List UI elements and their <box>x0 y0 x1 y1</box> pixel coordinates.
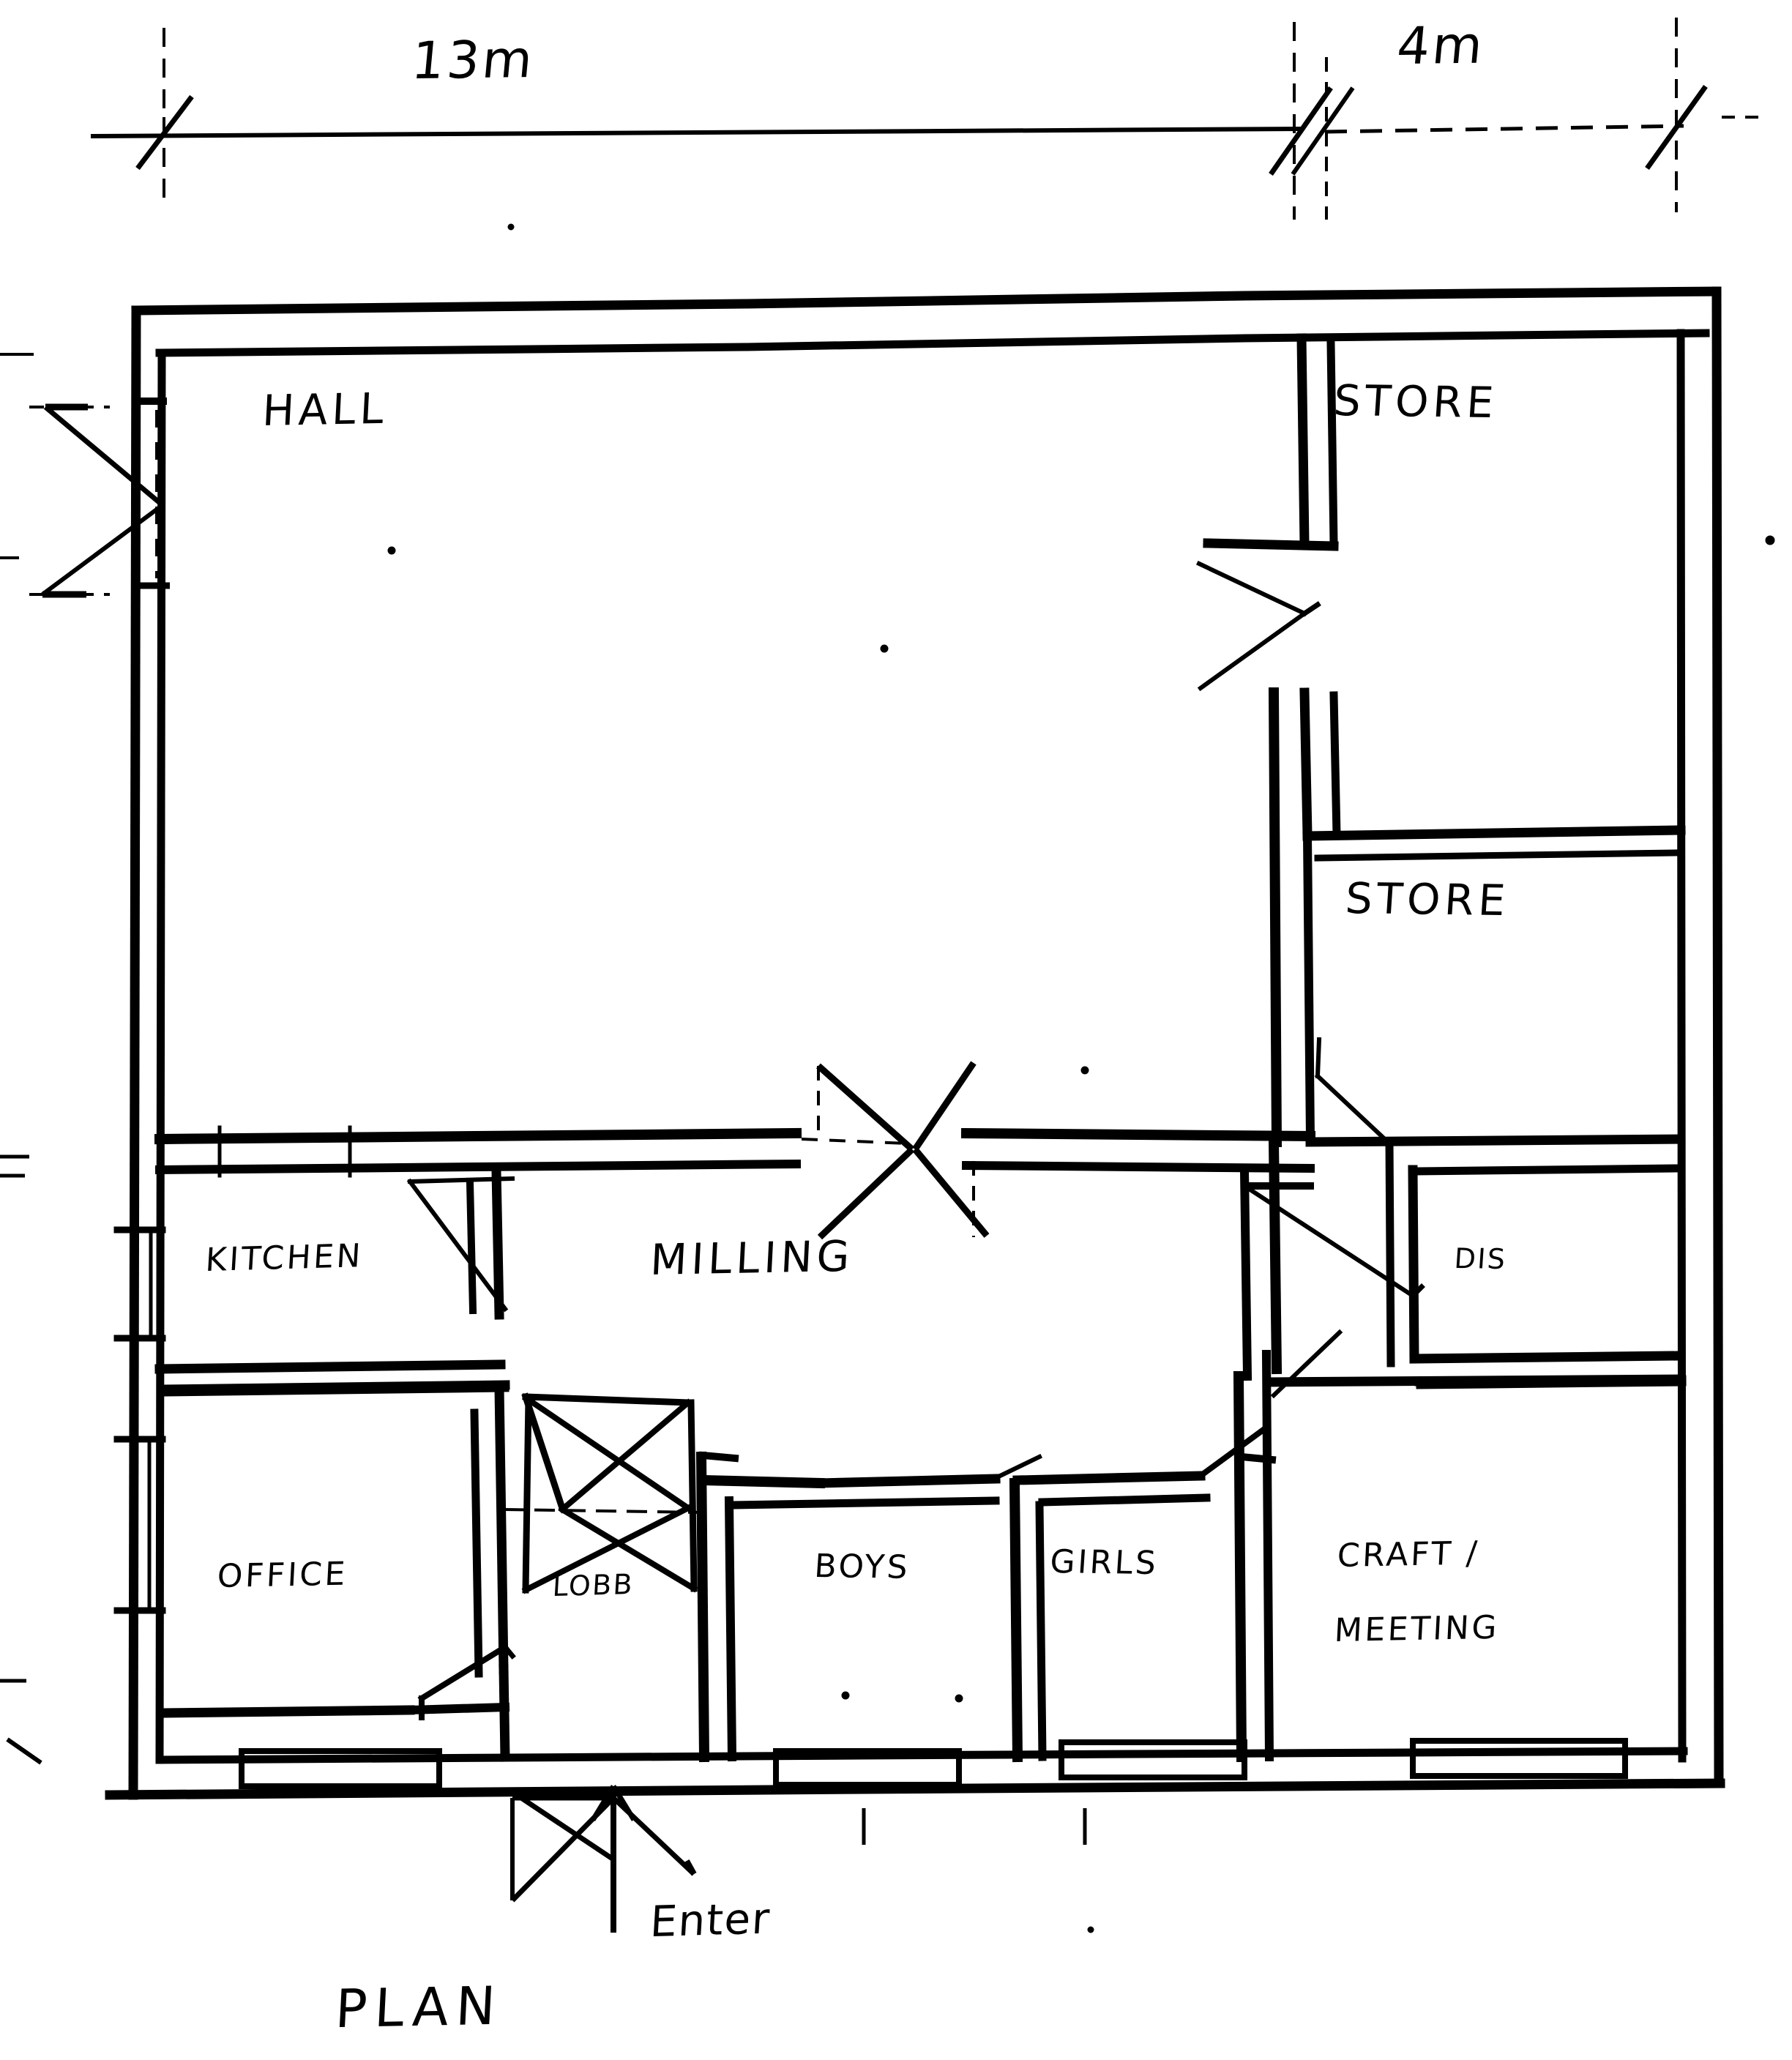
room-label-boys: BOYS <box>813 1548 911 1586</box>
lobby-walls <box>499 1392 737 1763</box>
room-label-dis: DIS <box>1453 1242 1508 1275</box>
hall-left-opening <box>0 353 170 598</box>
room-label-hall: HALL <box>261 383 389 436</box>
room-label-office: OFFICE <box>216 1555 349 1596</box>
craft-meeting-walls <box>1264 1329 1687 1779</box>
store-partitions <box>1196 333 1686 1148</box>
office-walls <box>113 1380 516 1789</box>
room-label-craft-line1: CRAFT / <box>1336 1534 1481 1575</box>
room-label-craft-line2: MEETING <box>1333 1608 1501 1650</box>
kitchen-walls <box>113 1166 515 1397</box>
entrance-door <box>510 1785 1087 1933</box>
room-label-milling: MILLING <box>649 1231 856 1285</box>
wc-walls <box>698 1349 1274 1788</box>
dimension-lines <box>90 18 1764 220</box>
room-label-girls: GIRLS <box>1048 1543 1160 1583</box>
milling-corridor-walls <box>698 1136 1283 1464</box>
annotation-entrance: Enter <box>649 1893 772 1947</box>
dimension-label-width-right: 4m <box>1394 15 1488 77</box>
room-label-lobby: LOBB <box>551 1567 635 1603</box>
drawing-title: PLAN <box>334 1974 504 2040</box>
room-label-store-mid: STORE <box>1343 873 1512 926</box>
hall-bottom-wall <box>154 1125 1316 1178</box>
scan-artefacts <box>0 223 1775 1933</box>
room-label-kitchen: KITCHEN <box>204 1236 365 1280</box>
hall-double-door-symbol <box>801 1061 990 1240</box>
dimension-label-width-main: 13m <box>408 29 538 92</box>
room-label-store-top: STORE <box>1332 376 1500 428</box>
